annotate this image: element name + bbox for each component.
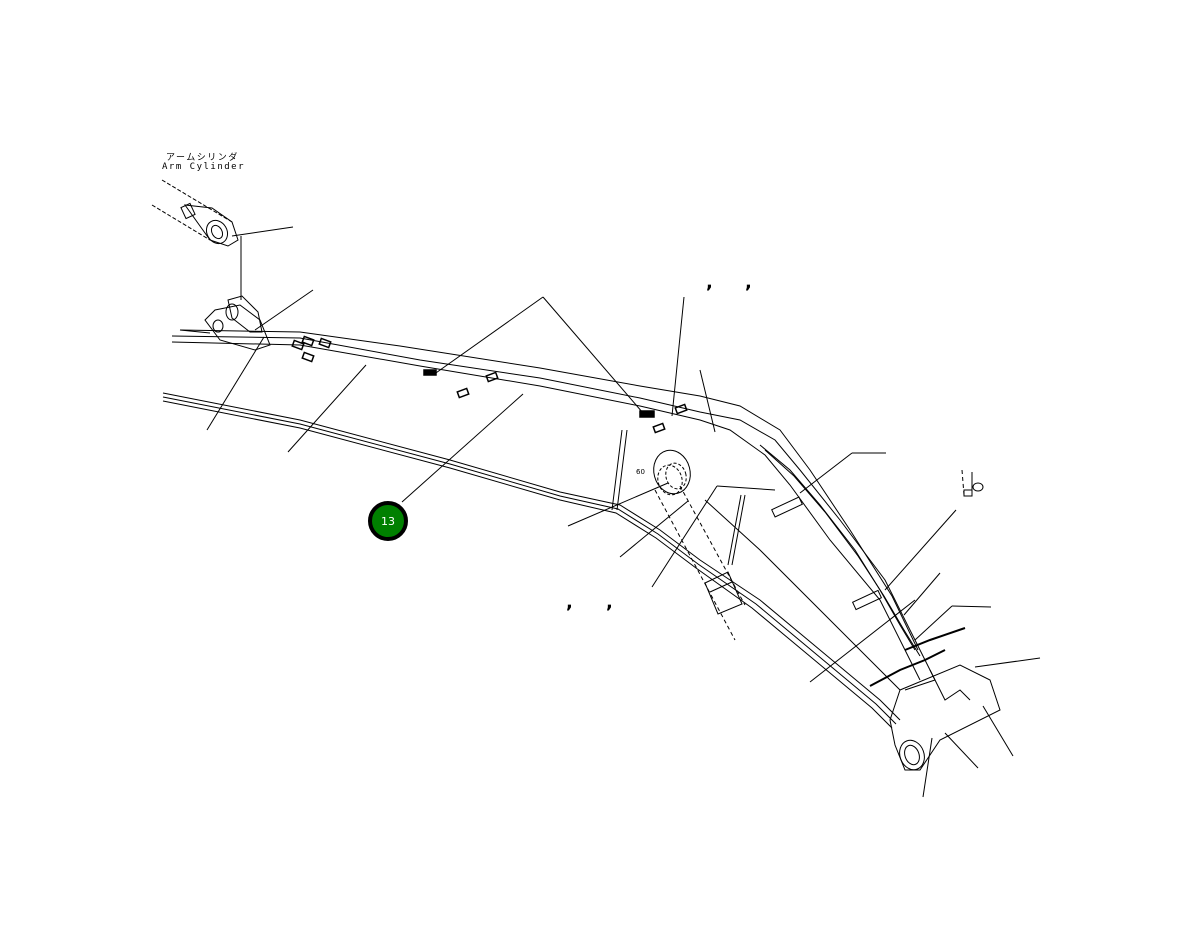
arm-head-bracket bbox=[179, 295, 271, 351]
bucket-cylinder bbox=[654, 485, 746, 641]
separator-comma: , bbox=[745, 272, 752, 293]
fitting-detail bbox=[961, 469, 984, 497]
leader-lines bbox=[206, 226, 1041, 798]
clamp-fittings bbox=[291, 335, 688, 434]
hydraulic-hoses bbox=[759, 444, 971, 701]
arm-body bbox=[162, 329, 1001, 771]
pin-boss: 60 bbox=[636, 449, 691, 496]
callout-number: 13 bbox=[381, 514, 395, 528]
arm-cylinder-part bbox=[151, 179, 239, 247]
arm-cylinder-label-jp: アームシリンダ bbox=[166, 153, 239, 163]
separator-comma: , bbox=[606, 592, 613, 613]
arm-cylinder-label-en: Arm Cylinder bbox=[162, 162, 246, 172]
callout-13[interactable]: 13 bbox=[368, 501, 408, 541]
separator-comma: , bbox=[706, 272, 713, 293]
separator-comma: , bbox=[566, 592, 573, 613]
svg-text:60: 60 bbox=[636, 468, 645, 476]
